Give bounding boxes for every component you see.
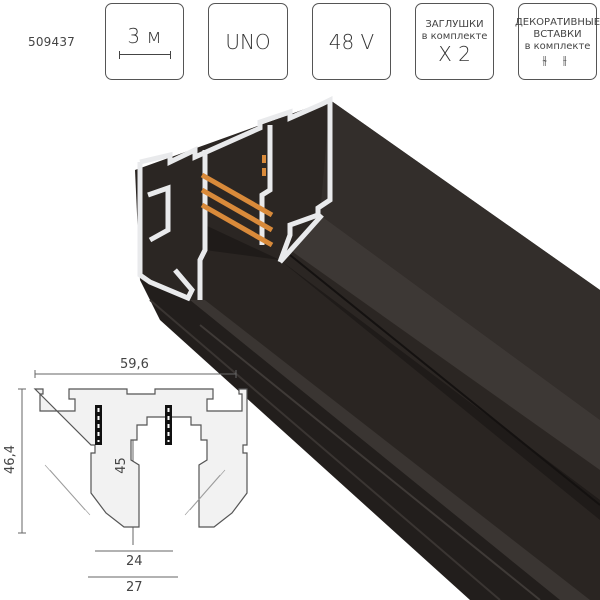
copper-conductors	[200, 172, 274, 248]
end-caps-count: X 2	[438, 41, 471, 66]
ruler-icon	[118, 50, 171, 59]
dim-opening-outer: 27	[126, 580, 143, 595]
end-caps-subtitle: в комплекте	[421, 30, 488, 42]
length-value: 3 м	[127, 23, 162, 48]
decor-inserts-title-2: ВСТАВКИ	[533, 28, 582, 40]
dim-inner-height: 45	[113, 457, 129, 474]
end-caps-badge: ЗАГЛУШКИ в комплекте X 2	[415, 3, 494, 80]
voltage-value: 48 V	[328, 29, 375, 54]
article-number: 509437	[28, 35, 76, 49]
length-badge: 3 м	[105, 3, 184, 80]
series-value: UNO	[225, 29, 271, 54]
dim-opening-inner: 24	[126, 554, 143, 569]
decor-inserts-title-1: ДЕКОРАТИВНЫЕ	[514, 16, 600, 28]
dim-width-total: 59,6	[120, 357, 149, 372]
voltage-badge: 48 V	[312, 3, 391, 80]
end-caps-title: ЗАГЛУШКИ	[425, 18, 484, 30]
dim-height-total: 46,4	[2, 445, 18, 474]
insert-icon: ⫳ ⫲	[542, 52, 573, 67]
aluminium-section	[137, 95, 333, 302]
series-badge: UNO	[208, 3, 288, 80]
decor-inserts-badge: ДЕКОРАТИВНЫЕ ВСТАВКИ в комплекте ⫳ ⫲	[514, 3, 600, 80]
decor-inserts-subtitle: в комплекте	[524, 40, 591, 52]
